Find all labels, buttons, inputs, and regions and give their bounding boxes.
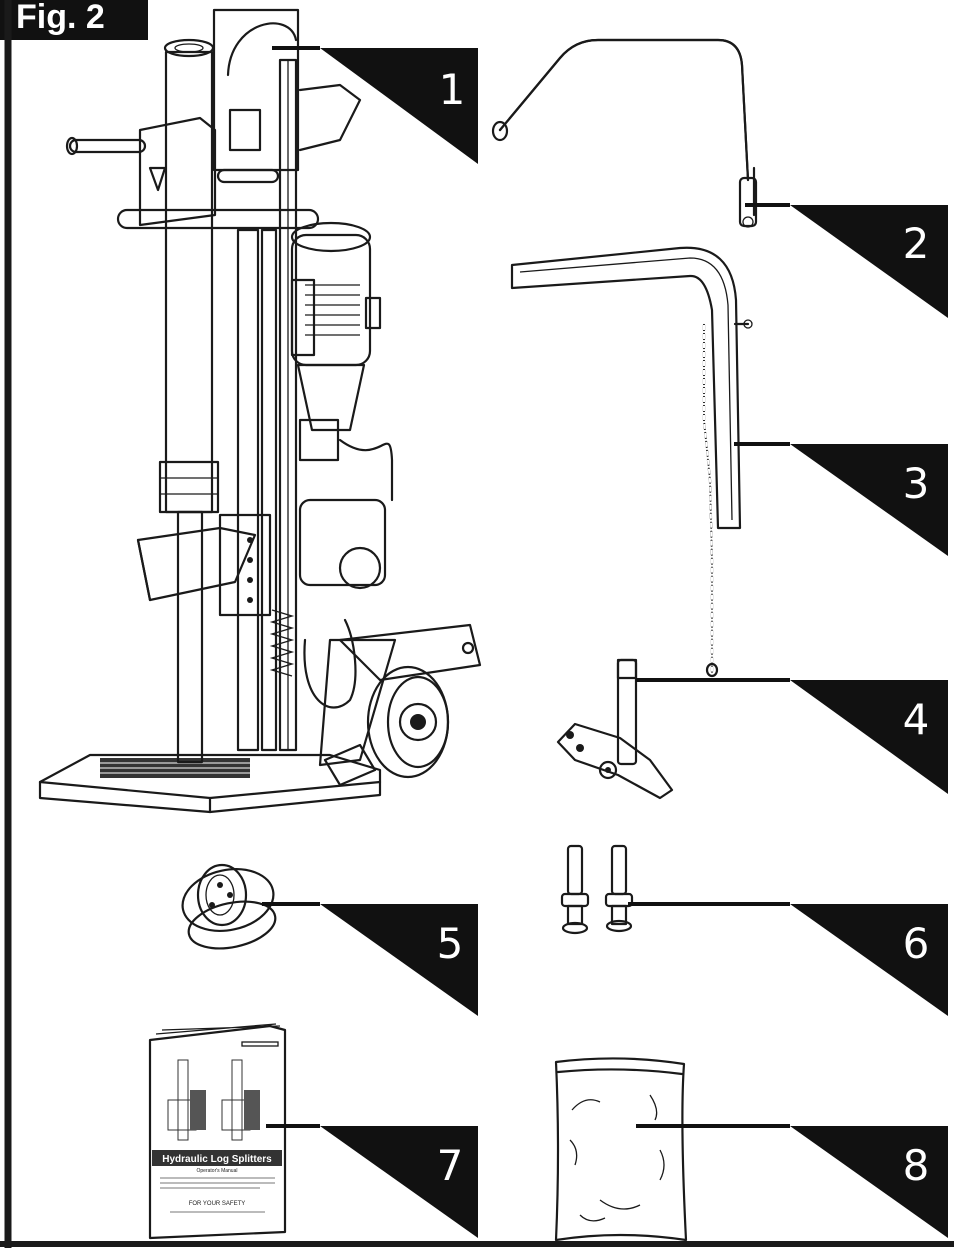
- figure-label: Fig. 2: [0, 0, 148, 40]
- callout-number-2: 2: [903, 219, 930, 268]
- callout-number-1: 1: [439, 65, 466, 114]
- parts-bag-drawing: [554, 1057, 688, 1242]
- manual-cover-textlines: [160, 1177, 275, 1189]
- callout-number-5: 5: [437, 919, 464, 968]
- callout-number-3: 3: [903, 459, 930, 508]
- wheel: [366, 665, 450, 779]
- manual-cover-illustration: [167, 1059, 260, 1141]
- chain: [702, 323, 719, 678]
- lever-assembly-drawing: [556, 658, 674, 800]
- wheel-hub-drawing: [181, 863, 277, 950]
- base-grid: [100, 758, 250, 778]
- manual-title: Hydraulic Log Splitters: [162, 1154, 272, 1165]
- bent-arm-drawing: [510, 246, 753, 678]
- callout-number-7: 7: [437, 1141, 464, 1190]
- callout-number-6: 6: [903, 919, 930, 968]
- log-splitter-drawing: [38, 8, 482, 814]
- return-spring: [269, 609, 295, 677]
- manual-booklet-drawing: Hydraulic Log Splitters Operator's Manua…: [148, 1023, 287, 1240]
- callouts: 1 2 3 4 5 6 7 8: [262, 46, 948, 1238]
- handle-bar-drawing: [491, 38, 758, 228]
- manual-subtitle: Operator's Manual: [197, 1168, 238, 1174]
- callout-number-4: 4: [903, 695, 930, 744]
- electric-motor: [290, 221, 394, 502]
- callout-number-8: 8: [903, 1141, 930, 1190]
- pins-drawing: [560, 844, 634, 935]
- manual-safety: FOR YOUR SAFETY: [189, 1201, 246, 1207]
